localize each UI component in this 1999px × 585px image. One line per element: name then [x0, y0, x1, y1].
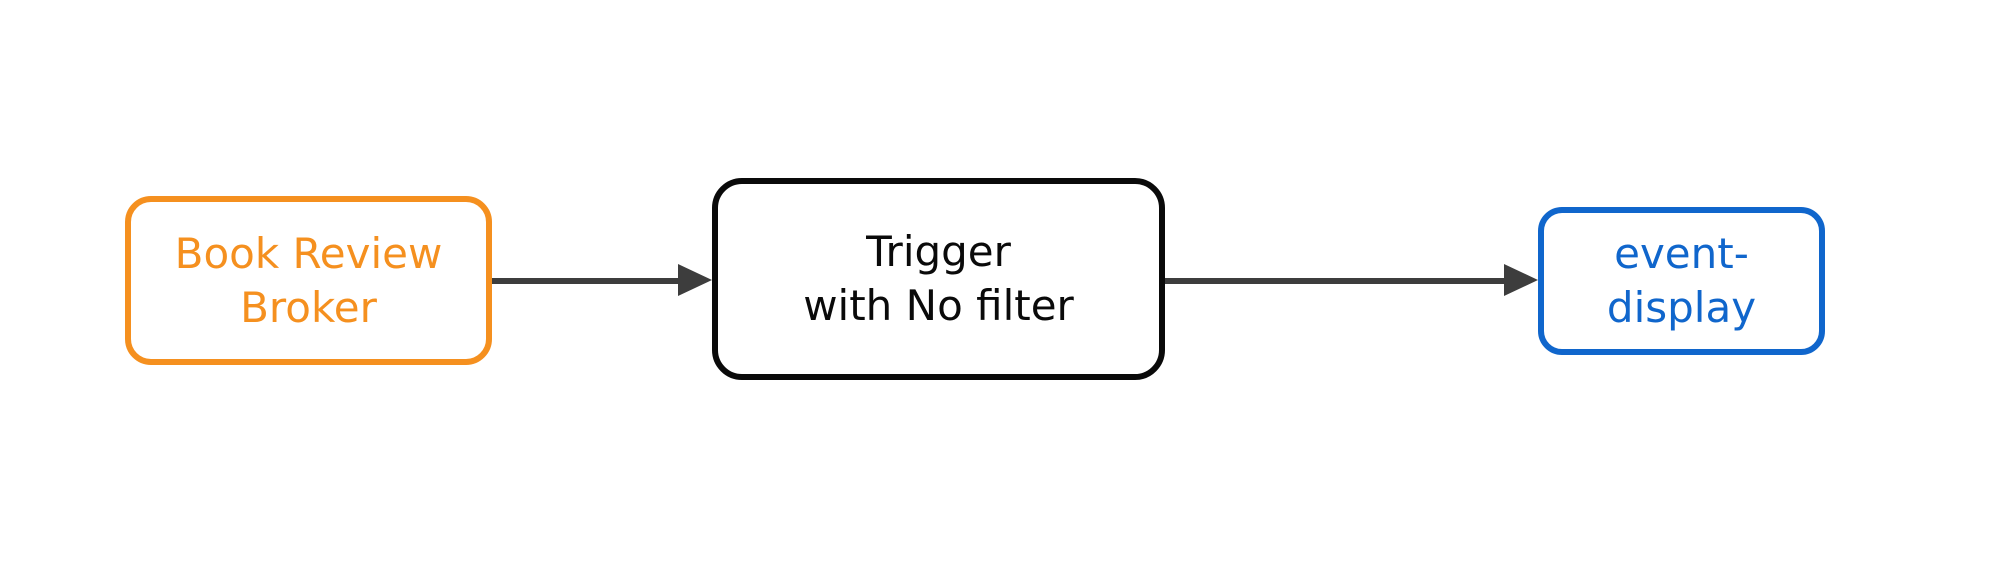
edge-trigger-to-sink-line: [1165, 278, 1507, 284]
node-trigger[interactable]: Trigger with No filter: [712, 178, 1165, 380]
arrowhead-right-icon: [678, 264, 712, 296]
arrowhead-right-icon: [1504, 264, 1538, 296]
node-broker[interactable]: Book Review Broker: [125, 196, 492, 365]
node-broker-label: Book Review Broker: [174, 228, 443, 332]
edge-trigger-to-sink: [1165, 264, 1538, 296]
node-sink-label: event-display: [1606, 229, 1757, 332]
node-sink[interactable]: event-display: [1538, 207, 1825, 355]
edge-broker-to-trigger-line: [492, 278, 682, 284]
edge-broker-to-trigger: [492, 264, 712, 296]
node-trigger-label: Trigger with No filter: [803, 227, 1074, 330]
